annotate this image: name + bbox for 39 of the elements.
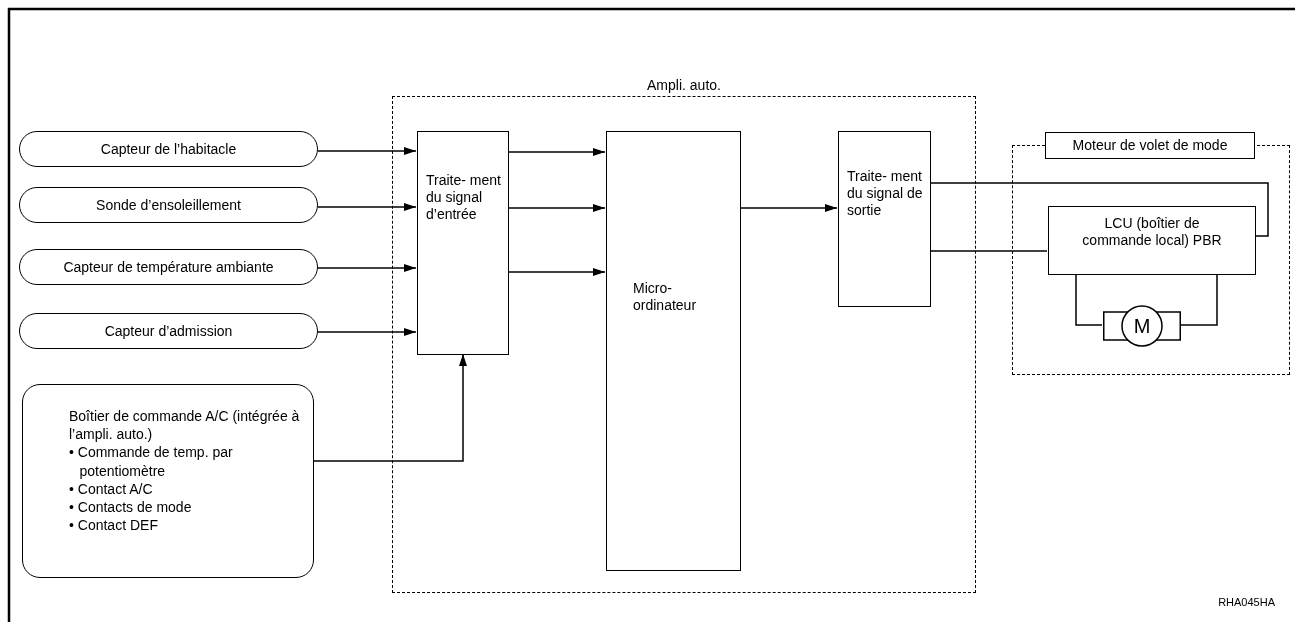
arrow — [317, 264, 417, 272]
sensor-capsule — [19, 313, 318, 349]
bullet-item: • Contact A/C — [69, 479, 154, 498]
group-heading: Ampli. auto. — [646, 77, 722, 94]
sensor-capsule — [19, 187, 318, 223]
box-label: Traite- ment du signal d’entrée — [426, 172, 502, 223]
arrow — [739, 204, 838, 212]
sensor-capsule — [19, 131, 318, 167]
panel-heading: Boîtier de commande A/C (intégrée à l’ampli. auto.) — [69, 407, 301, 444]
bullet-item: • Contact DEF — [69, 516, 159, 535]
process-box — [838, 131, 931, 307]
sensor-label: Capteur de l’habitacle — [100, 140, 237, 158]
sensor-label: Capteur de température ambiante — [63, 258, 274, 276]
box-label: LCU (boîtier de commande local) PBR — [1081, 215, 1223, 249]
process-box — [606, 131, 741, 571]
bullet-item: • Commande de temp. par potentiomètre — [69, 443, 234, 480]
connector-line — [929, 250, 1048, 252]
connector-line — [1075, 273, 1103, 326]
motor-letter: M — [1132, 314, 1152, 338]
arrow — [507, 268, 606, 276]
arrow — [507, 148, 606, 156]
figure-code: RHA045HA — [1218, 596, 1275, 610]
arrow — [317, 328, 417, 336]
bullet-item: • Contacts de mode — [69, 497, 193, 517]
sensor-label: Capteur d’admission — [104, 322, 233, 340]
arrow — [313, 353, 467, 462]
arrow — [507, 204, 606, 212]
module-name-label: Moteur de volet de mode — [1045, 132, 1255, 159]
box-label: Traite- ment du signal de sortie — [847, 168, 924, 219]
sensor-label: Sonde d’ensoleillement — [96, 196, 241, 214]
process-box — [417, 131, 509, 355]
control-panel-box — [22, 384, 314, 578]
arrow — [317, 203, 417, 211]
connector-line — [929, 182, 1269, 237]
sensor-capsule — [19, 249, 318, 285]
motor-symbol — [1103, 305, 1181, 347]
arrow — [317, 147, 417, 155]
box-label: Micro- ordinateur — [633, 280, 698, 314]
process-box — [1048, 206, 1256, 275]
